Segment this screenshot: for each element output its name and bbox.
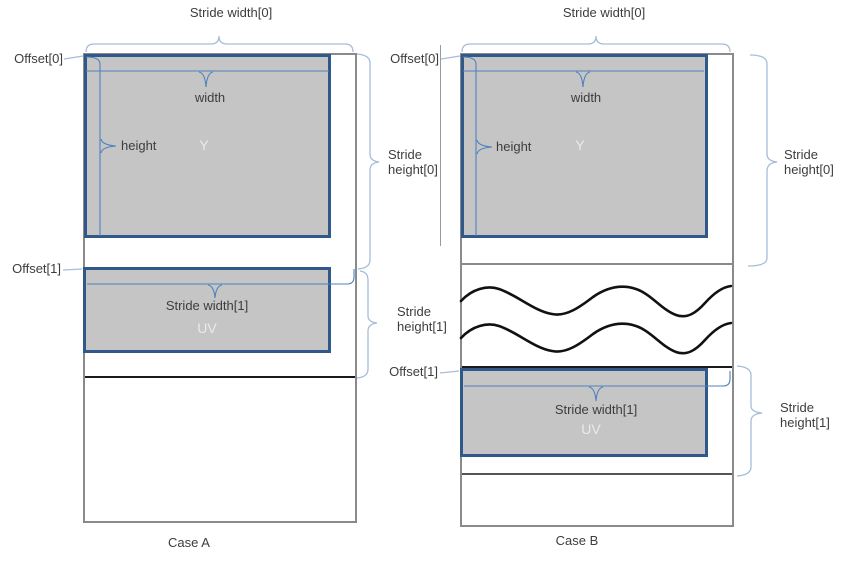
case-b-stride-width1-label: Stride width[1] bbox=[554, 402, 638, 417]
case-a-stride-height0-bracket bbox=[356, 53, 380, 270]
case-b-width-label: width bbox=[570, 90, 602, 105]
case-a-caption: Case A bbox=[168, 535, 210, 550]
case-b-uv-plane-label: UV bbox=[581, 421, 601, 437]
case-a-stride-height1-label: Stride height[1] bbox=[397, 304, 447, 334]
case-a-height-label: height bbox=[121, 138, 157, 153]
case-b-uv-region-end-line bbox=[462, 473, 732, 475]
case-b-y-region-end-line bbox=[462, 263, 732, 265]
case-b-stride-height1-label: Stride height[1] bbox=[780, 400, 830, 430]
case-b-offset0-connector bbox=[440, 55, 461, 60]
case-a-offset1-connector bbox=[62, 268, 83, 271]
case-a-uv-region-end-line bbox=[85, 376, 355, 378]
case-a-y-plane-label: Y bbox=[199, 137, 209, 153]
case-b-stride-height1-bracket bbox=[736, 365, 763, 477]
case-a-stride-width1-label: Stride width[1] bbox=[165, 298, 249, 313]
case-b-stride-width0-brace bbox=[461, 35, 731, 53]
case-b-stride-height0-label: Stride height[0] bbox=[784, 147, 834, 177]
case-a-stride-width0-brace bbox=[85, 35, 354, 53]
case-b-stride-height0-bracket bbox=[747, 54, 778, 267]
case-a-stride-height1-bracket bbox=[356, 270, 378, 379]
case-b-height-label: height bbox=[496, 139, 532, 154]
case-b-uv-region-start-line bbox=[462, 366, 732, 368]
case-b-stride-width0-label: Stride width[0] bbox=[562, 5, 646, 20]
case-a-offset0-connector bbox=[63, 55, 84, 60]
case-a-uv-plane-label: UV bbox=[197, 320, 217, 336]
case-b-offset1-label: Offset[1] bbox=[389, 364, 438, 379]
case-b-offset1-connector bbox=[439, 370, 460, 374]
case-b-y-plane-label: Y bbox=[575, 137, 585, 153]
case-a-stride-height0-label: Stride height[0] bbox=[388, 147, 438, 177]
case-a-offset1-label: Offset[1] bbox=[12, 261, 61, 276]
case-b-caption: Case B bbox=[555, 533, 599, 548]
case-a-stride-width0-label: Stride width[0] bbox=[189, 5, 273, 20]
case-b-offset0-label: Offset[0] bbox=[390, 51, 439, 66]
case-a-width-label: width bbox=[194, 90, 226, 105]
case-a-offset0-label: Offset[0] bbox=[14, 51, 63, 66]
